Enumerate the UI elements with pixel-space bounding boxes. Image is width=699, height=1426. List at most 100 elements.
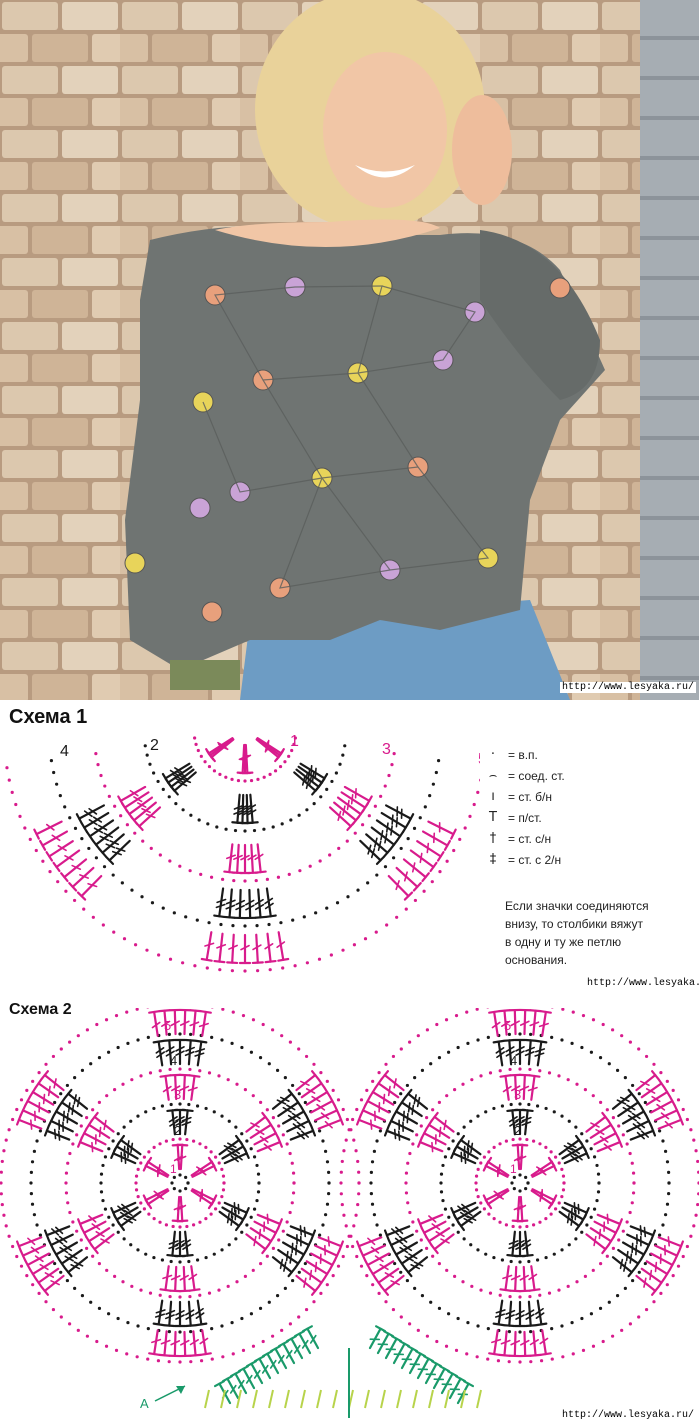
stitch-symbol	[181, 1230, 194, 1258]
chain-dot	[561, 1174, 566, 1178]
chain-dot	[89, 1062, 93, 1066]
stitch-symbol	[178, 1073, 191, 1101]
stitch-symbol	[589, 1119, 615, 1139]
chain-dot	[354, 1149, 358, 1153]
chain-dot	[103, 1155, 108, 1159]
chain-dot	[219, 922, 223, 927]
stitch-symbol	[397, 1097, 423, 1118]
chain-dot	[167, 1330, 171, 1334]
chain-dot	[341, 1254, 345, 1259]
stitch-symbol	[305, 1260, 331, 1280]
chain-dot	[243, 829, 247, 833]
chain-dot	[328, 853, 332, 857]
stitch-symbol	[503, 1300, 516, 1328]
stitch-symbol	[310, 1252, 336, 1271]
stitch-symbol	[450, 1201, 477, 1219]
stitch-symbol	[29, 1260, 55, 1280]
chain-dot	[59, 1315, 63, 1319]
chain-dot	[498, 1220, 502, 1224]
stitch-symbol	[16, 1114, 43, 1130]
stitch-symbol	[516, 1143, 529, 1171]
chain-dot	[305, 961, 309, 965]
chain-dot	[243, 1088, 247, 1092]
chain-dot	[91, 1254, 95, 1258]
chain-dot	[121, 1082, 125, 1086]
chain-dot	[267, 1062, 271, 1066]
chain-dot	[438, 870, 442, 874]
stitch-symbol	[375, 819, 405, 842]
arrow-label: A	[140, 1396, 149, 1411]
chain-dot	[596, 1172, 601, 1176]
chain-dot	[479, 1288, 483, 1292]
watermark-top[interactable]: http://www.lesyaka.ru/	[560, 682, 697, 693]
stitch-symbol	[310, 1095, 336, 1114]
chain-dot	[158, 1069, 162, 1073]
chain-dot	[170, 1181, 174, 1185]
stitch-symbol	[484, 1156, 510, 1177]
chain-dot	[243, 779, 247, 783]
chain-dot	[31, 1079, 35, 1083]
chain-dot	[91, 1108, 95, 1112]
chain-dot	[11, 1244, 15, 1249]
chain-dot	[644, 1054, 649, 1059]
chain-dot	[271, 1246, 275, 1250]
chain-dot	[557, 1161, 561, 1165]
chain-dot	[500, 1258, 505, 1262]
chain-dot	[488, 1071, 493, 1075]
chain-dot	[598, 1306, 603, 1310]
chain-dot	[512, 1175, 516, 1179]
chain-dot	[321, 1223, 325, 1227]
chain-dot	[73, 826, 78, 830]
chain-dot	[217, 1161, 221, 1165]
chain-dot	[185, 1224, 189, 1229]
chain-dot	[623, 1076, 627, 1080]
stitch-symbol	[85, 1119, 111, 1139]
chain-dot	[126, 1321, 130, 1325]
watermark-bottom[interactable]: http://www.lesyaka.ru/	[560, 1410, 697, 1421]
chain-dot	[375, 1223, 379, 1227]
stitch-symbol	[264, 887, 277, 919]
chain-dot	[476, 1324, 480, 1328]
stitch-symbol	[359, 1244, 386, 1262]
stitch-symbol	[47, 1233, 74, 1251]
chain-dot	[413, 898, 418, 903]
chain-dot	[231, 1352, 235, 1356]
stitch-symbol	[116, 1134, 142, 1156]
chain-dot	[611, 1334, 615, 1338]
chain-dot	[249, 1312, 254, 1316]
stitch-symbol	[85, 819, 115, 842]
stitch-symbol	[184, 1038, 197, 1066]
chain-dot	[620, 1328, 624, 1332]
stitch-symbol	[229, 1370, 248, 1395]
chain-dot	[507, 1360, 511, 1364]
stitch-symbol	[77, 1136, 104, 1153]
chain-dot	[102, 865, 107, 869]
stitch-symbol	[179, 1008, 192, 1036]
chain-dot	[191, 1139, 196, 1143]
chain-dot	[218, 772, 222, 777]
chain-dot	[267, 1300, 271, 1304]
stitch-symbol	[277, 1248, 303, 1269]
chain-dot	[291, 918, 295, 922]
stitch-symbol	[654, 1104, 681, 1122]
chain-dot	[291, 1171, 296, 1175]
chain-dot	[105, 1094, 109, 1098]
watermark-middle[interactable]: http://www.lesyaka.ru/	[585, 978, 699, 989]
stitch-symbol	[253, 1220, 280, 1239]
chain-dot	[580, 1045, 584, 1050]
stitch-symbol	[397, 1248, 423, 1269]
chain-dot	[205, 966, 209, 970]
chain-dot	[512, 1187, 516, 1191]
chain-dot	[470, 1284, 474, 1288]
chain-dot	[94, 856, 98, 860]
chain-dot	[355, 1254, 359, 1259]
chain-dot	[288, 1040, 292, 1044]
chain-dot	[447, 1147, 451, 1151]
chain-dot	[479, 1201, 483, 1205]
chain-dot	[79, 1124, 83, 1128]
legend-row: ı= ст. б/н	[478, 786, 698, 807]
stitch-symbol	[530, 1189, 556, 1210]
stitch-symbol	[617, 1248, 643, 1269]
chain-dot	[111, 1223, 115, 1227]
chain-dot	[280, 822, 284, 826]
